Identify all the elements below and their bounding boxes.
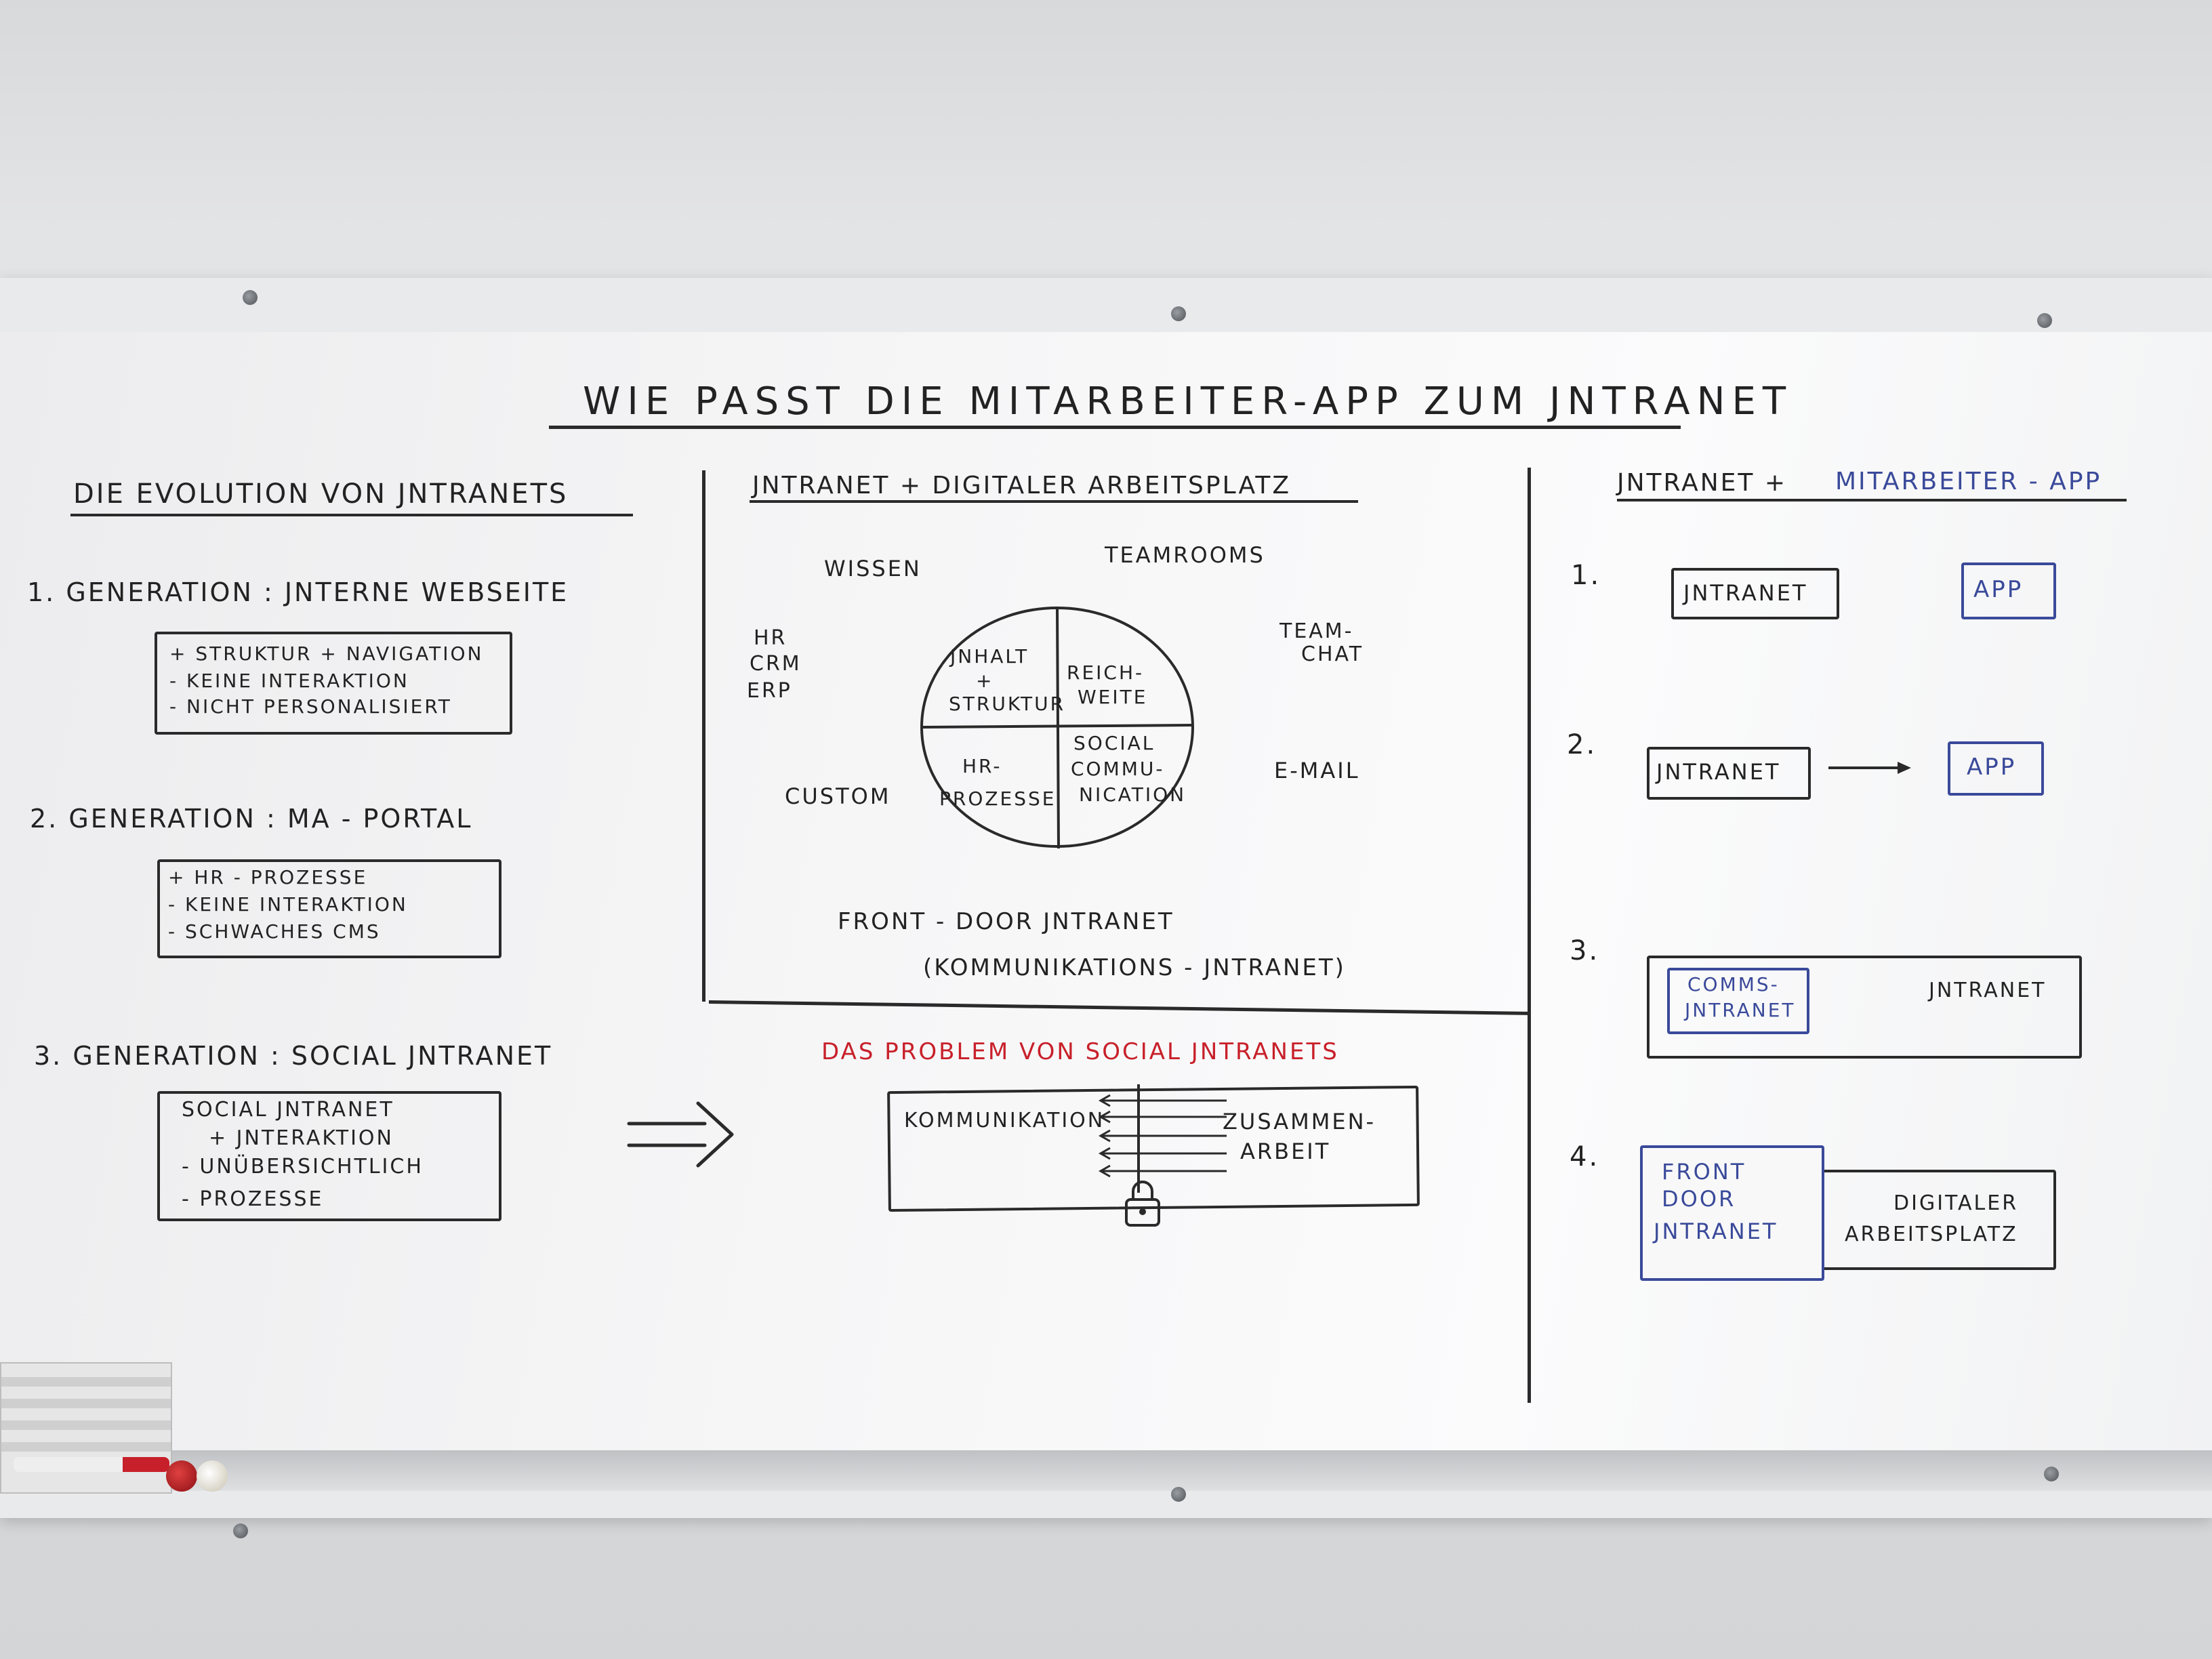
scenario-1-app-box (1961, 562, 2056, 619)
label-erp: ERP (747, 679, 792, 703)
quadrant-label: PROZESSE (939, 787, 1057, 810)
gen3-item: - UNÜBERSICHTLICH (182, 1155, 424, 1179)
scenario-2-intranet-box (1647, 747, 1811, 800)
screw-icon (243, 290, 258, 305)
scenario-3-intranet-box (1647, 956, 2082, 1059)
front-door-sublabel: (KOMMUNIKATIONS - JNTRANET) (923, 954, 1346, 981)
left-heading: DIE EVOLUTION VON JNTRANETS (73, 478, 569, 510)
gen3-box (157, 1091, 501, 1221)
right-heading-underline (1617, 499, 2127, 501)
quadrant-label: HR- (962, 755, 1002, 777)
scenario-3-comms: COMMS- (1687, 973, 1780, 996)
gen2-item: - KEINE INTERAKTION (168, 893, 408, 916)
label-crm: CRM (750, 652, 802, 676)
scenario-3-num: 3. (1570, 935, 1600, 966)
eraser[interactable] (0, 1362, 172, 1494)
scenario-4-frontdoor-box (1640, 1145, 1824, 1281)
scenario-2-num: 2. (1567, 729, 1597, 760)
red-marker[interactable] (14, 1457, 169, 1472)
quadrant-label: NICATION (1079, 783, 1187, 806)
quadrant-label: JNHALT (950, 645, 1029, 668)
quadrant-label: STRUKTUR (949, 693, 1066, 715)
middle-heading: JNTRANET + DIGITALER ARBEITSPLATZ (752, 472, 1291, 499)
whiteboard-surface (0, 332, 2212, 1484)
scenario-4-workplace-box (1820, 1170, 2056, 1270)
scenario-4-frontdoor: JNTRANET (1654, 1218, 1778, 1244)
digital-workplace-circle (920, 607, 1194, 849)
gen1-box (155, 632, 512, 735)
quadrant-label: SOCIAL (1073, 732, 1155, 754)
gen2-item: + HR - PROZESSE (168, 866, 368, 888)
left-heading-underline (70, 514, 633, 516)
scenario-1-num: 1. (1571, 560, 1601, 591)
front-door-label: FRONT - DOOR JNTRANET (838, 908, 1174, 935)
label-email: E-MAIL (1274, 758, 1360, 783)
scenario-3-comms: JNTRANET (1685, 999, 1796, 1021)
right-heading-black: JNTRANET + (1617, 469, 1787, 497)
gen1-item: - NICHT PERSONALISIERT (169, 695, 452, 718)
quadrant-label: REICH- (1067, 661, 1145, 684)
label-teamchat: CHAT (1301, 642, 1364, 666)
label-teamrooms: TEAMROOMS (1105, 542, 1265, 568)
gen1-label: 1. GENERATION : JNTERNE WEBSEITE (27, 577, 569, 607)
red-magnet[interactable] (166, 1460, 197, 1492)
scenario-2-app: APP (1967, 754, 2017, 781)
scenario-3-intranet: JNTRANET (1929, 979, 2047, 1002)
scenario-4-frontdoor: FRONT (1662, 1159, 1746, 1185)
gen3-label: 3. GENERATION : SOCIAL JNTRANET (34, 1041, 553, 1071)
problem-zusammenarbeit: ZUSAMMEN- (1223, 1109, 1376, 1134)
gen1-item: + STRUKTUR + NAVIGATION (169, 642, 484, 665)
label-hr: HR (754, 626, 787, 650)
problem-zusammenarbeit: ARBEIT (1240, 1139, 1331, 1164)
marker-tray (0, 1450, 2212, 1491)
scenario-4-workplace: ARBEITSPLATZ (1845, 1223, 2018, 1246)
gen2-item: - SCHWACHES CMS (168, 920, 381, 943)
label-wissen: WISSEN (824, 556, 922, 581)
gen3-item: SOCIAL JNTRANET (182, 1098, 394, 1122)
gen2-box (157, 859, 501, 958)
scenario-1-app: APP (1973, 576, 2024, 603)
screw-icon (233, 1523, 248, 1538)
scenario-3-comms-box (1667, 968, 1809, 1034)
lock-icon (1125, 1181, 1160, 1227)
middle-heading-underline (750, 500, 1358, 503)
quadrant-label: WEITE (1078, 686, 1148, 708)
right-heading-blue: MITARBEITER - APP (1835, 468, 2102, 495)
board-title: WIE PASST DIE MITARBEITER-APP ZUM JNTRAN… (583, 380, 1793, 424)
arrow-right-icon (1828, 762, 1911, 774)
problem-kommunikation: KOMMUNIKATION (904, 1109, 1105, 1132)
right-arrow-icon (627, 1101, 734, 1168)
scenario-2-intranet: JNTRANET (1656, 759, 1781, 785)
screw-icon (2044, 1467, 2059, 1481)
screw-icon (1171, 1487, 1186, 1502)
quadrant-label: + (976, 670, 994, 692)
divider-left (702, 470, 705, 1002)
scenario-1-intranet-box (1671, 568, 1839, 619)
scenario-1-intranet: JNTRANET (1683, 580, 1808, 606)
screw-icon (2037, 313, 2052, 328)
gen3-item: + JNTERAKTION (209, 1126, 394, 1150)
scenario-4-workplace: DIGITALER (1893, 1191, 2019, 1215)
gen2-label: 2. GENERATION : MA - PORTAL (30, 804, 473, 834)
problem-heading: DAS PROBLEM VON SOCIAL JNTRANETS (821, 1038, 1339, 1065)
gen3-item: - PROZESSE (182, 1187, 324, 1211)
title-underline (549, 426, 1681, 429)
divider-right (1528, 468, 1531, 1403)
scenario-2-app-box (1948, 741, 2044, 796)
label-teamchat: TEAM- (1279, 619, 1354, 643)
white-magnet[interactable] (197, 1460, 228, 1492)
gen1-item: - KEINE INTERAKTION (169, 670, 409, 692)
scenario-4-frontdoor: DOOR (1662, 1186, 1736, 1212)
quadrant-label: COMMU- (1071, 758, 1165, 780)
label-custom: CUSTOM (785, 783, 891, 809)
lock-arrows (1098, 1084, 1227, 1193)
screw-icon (1171, 306, 1186, 321)
scenario-4-num: 4. (1570, 1141, 1600, 1172)
